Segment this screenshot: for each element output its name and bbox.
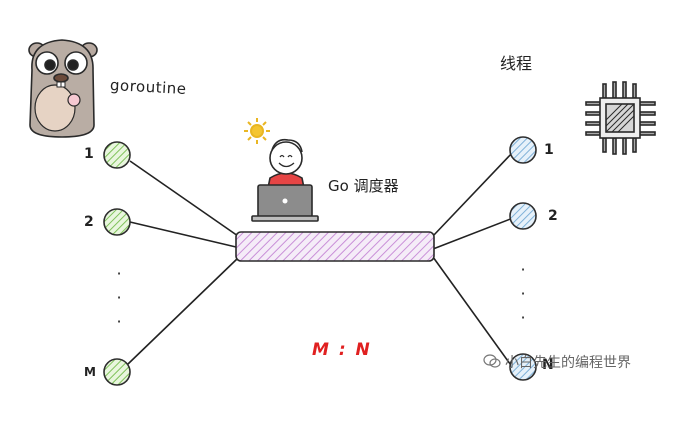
scheduler-bar xyxy=(235,231,435,262)
thread-node-2 xyxy=(509,202,537,230)
goroutine-number-1: 1 xyxy=(84,146,94,162)
left-connections xyxy=(127,160,239,365)
edge-goroutine-m xyxy=(127,257,239,365)
thread-number-n: N xyxy=(542,357,554,373)
ratio-label: M : N xyxy=(312,340,372,360)
edge-goroutine-2 xyxy=(129,221,237,248)
thread-node-n xyxy=(509,353,537,381)
edge-thread-2 xyxy=(432,217,514,250)
goroutine-node-m xyxy=(103,358,131,386)
sun-icon xyxy=(244,118,270,144)
goroutine-node-2 xyxy=(103,208,131,236)
cpu-chip-icon xyxy=(585,81,656,155)
thread-node-1 xyxy=(509,136,537,164)
edge-thread-n xyxy=(432,256,514,369)
goroutine-number-m: M xyxy=(84,365,96,379)
developer-icon xyxy=(244,118,319,222)
watermark-text: 小白先生的编程世界 xyxy=(505,355,631,371)
thread-ellipsis: · · · xyxy=(520,260,526,327)
thread-number-1: 1 xyxy=(544,142,554,158)
goroutine-ellipsis: · · · xyxy=(116,264,122,331)
scheduler-label: Go 调度器 xyxy=(328,177,399,195)
thread-label: 线程 xyxy=(500,54,533,73)
goroutine-node-1 xyxy=(103,141,131,169)
goroutine-nodes xyxy=(103,141,131,386)
edge-goroutine-1 xyxy=(129,160,239,237)
edge-thread-1 xyxy=(432,151,514,237)
go-gopher-icon xyxy=(28,39,98,138)
wechat-icon xyxy=(483,353,501,373)
thread-number-2: 2 xyxy=(548,208,558,224)
right-connections xyxy=(432,151,514,369)
thread-nodes xyxy=(509,136,537,381)
goroutine-number-2: 2 xyxy=(84,214,94,230)
watermark: 小白先生的编程世界 xyxy=(483,352,631,373)
